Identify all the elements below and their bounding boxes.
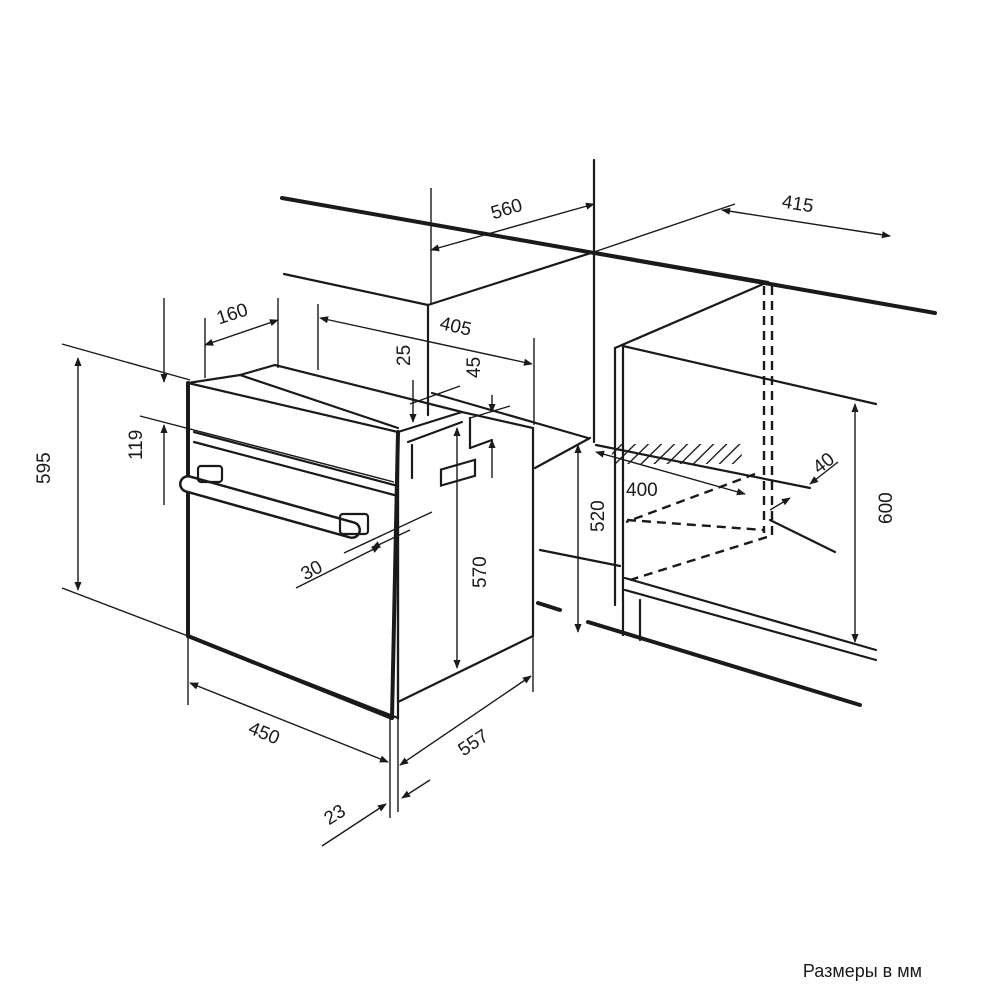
dim-570: 570 bbox=[470, 556, 491, 588]
dimension-labels: 560 415 160 405 25 45 595 119 30 570 520… bbox=[34, 192, 897, 830]
oven-body bbox=[186, 363, 535, 720]
dim-40: 40 bbox=[809, 449, 839, 479]
dim-560: 560 bbox=[489, 195, 525, 224]
dim-25: 25 bbox=[394, 345, 415, 366]
dim-520: 520 bbox=[588, 500, 609, 532]
dim-45: 45 bbox=[464, 357, 485, 378]
dim-415: 415 bbox=[780, 192, 815, 218]
dim-23: 23 bbox=[321, 801, 350, 830]
dim-160: 160 bbox=[214, 300, 251, 330]
dim-119: 119 bbox=[126, 430, 147, 460]
dim-450: 450 bbox=[245, 718, 282, 749]
dim-400: 400 bbox=[626, 480, 658, 501]
dim-30: 30 bbox=[298, 557, 327, 585]
dim-405: 405 bbox=[438, 313, 474, 341]
niche-cabinet bbox=[280, 158, 937, 707]
dim-600: 600 bbox=[876, 492, 897, 524]
units-caption: Размеры в мм bbox=[802, 961, 922, 981]
dim-557: 557 bbox=[455, 726, 493, 761]
dimension-lines bbox=[61, 188, 891, 847]
dim-595: 595 bbox=[34, 452, 55, 484]
oven-handle bbox=[179, 464, 370, 539]
